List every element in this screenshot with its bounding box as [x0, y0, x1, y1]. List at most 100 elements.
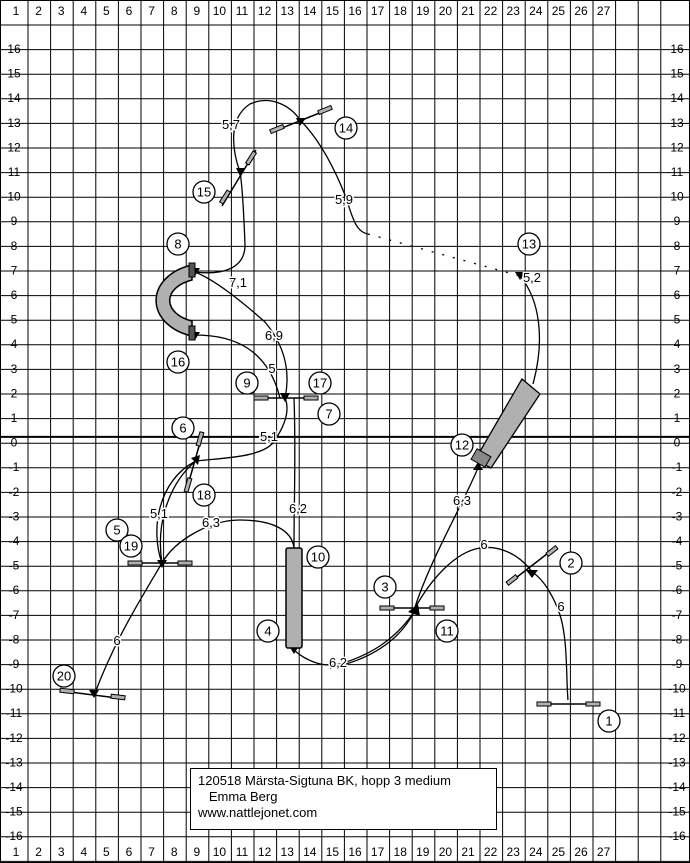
x-axis-label: 24 [529, 4, 543, 18]
x-axis-label: 18 [394, 4, 408, 18]
y-axis-label: -3 [9, 509, 20, 523]
caption-judge-name: Emma Berg [208, 789, 278, 804]
x-axis-label: 5 [103, 845, 110, 859]
obstacle-marker-3: 3 [373, 575, 397, 599]
arrow-marker [473, 462, 483, 470]
arrow-marker [236, 168, 245, 176]
distance-label: 6,2 [329, 655, 347, 670]
tunnel-4-10 [285, 547, 303, 649]
x-axis-label: 15 [326, 4, 340, 18]
obstacle-marker-9: 9 [235, 371, 259, 395]
x-axis-label: 19 [416, 4, 430, 18]
x-axis-label: 2 [35, 4, 42, 18]
y-axis-label: 6 [674, 288, 681, 302]
arrow-marker [157, 560, 167, 568]
obstacle-marker-16: 16 [166, 350, 190, 374]
path-16-17 [194, 334, 281, 399]
path-6-7 [195, 397, 288, 462]
y-axis-label: -9 [9, 657, 20, 671]
x-axis-label: 11 [236, 845, 249, 859]
distance-label: 5,7 [222, 117, 240, 132]
x-axis-label: 6 [126, 845, 133, 859]
y-axis-label: 9 [674, 214, 681, 228]
distance-label: 5,1 [150, 506, 168, 521]
y-axis-label: -13 [5, 755, 23, 769]
x-axis-label: 26 [574, 4, 588, 18]
obstacle-number: 5 [113, 523, 120, 538]
y-axis-label: -11 [669, 706, 686, 720]
obstacle-number: 3 [381, 580, 388, 595]
y-axis-label: 12 [670, 140, 684, 154]
y-axis-label: 0 [11, 436, 18, 450]
x-axis-label: 10 [213, 4, 227, 18]
x-axis-label: 14 [303, 845, 317, 859]
x-axis-label: 9 [193, 845, 200, 859]
arrow-marker [515, 272, 525, 280]
caption-judge: Emma Berg [198, 789, 489, 805]
obstacle-marker-12: 12 [450, 433, 474, 457]
x-axis-label: 6 [126, 4, 133, 18]
obstacle-marker-11: 11 [435, 619, 459, 643]
obstacle-number: 17 [313, 376, 327, 391]
x-axis-label: 14 [303, 4, 317, 18]
y-axis-label: -1 [672, 460, 683, 474]
obstacle-marker-1: 1 [597, 709, 621, 733]
y-axis-label: -11 [6, 706, 23, 720]
x-axis-label: 1 [13, 845, 20, 859]
path-5-6 [156, 460, 197, 564]
y-axis-label: -14 [5, 780, 23, 794]
y-axis-label: 9 [11, 214, 18, 228]
x-axis-label: 10 [213, 845, 227, 859]
y-axis-label: -6 [9, 583, 20, 597]
obstacle-number: 18 [197, 488, 211, 503]
y-axis-label: 5 [674, 313, 681, 327]
obstacle-number: 12 [455, 438, 469, 453]
x-axis-label: 23 [507, 4, 521, 18]
course-path [94, 99, 569, 701]
y-axis-label: -8 [9, 632, 20, 646]
x-axis-label: 9 [193, 4, 200, 18]
obstacle-number: 4 [264, 624, 271, 639]
arrow-marker [526, 570, 538, 578]
y-axis-label: 10 [670, 190, 684, 204]
obstacle-number: 14 [339, 121, 353, 136]
obstacle-marker-2: 2 [559, 551, 583, 575]
distance-label: 6 [113, 633, 120, 648]
y-axis-label: -5 [672, 559, 683, 573]
y-axis-label: -4 [672, 534, 683, 548]
y-axis-label: -14 [668, 780, 686, 794]
y-axis-label: -15 [5, 805, 23, 819]
y-axis-label: 12 [7, 140, 21, 154]
arrow-marker [89, 690, 99, 698]
distance-label: 5,1 [260, 429, 278, 444]
y-axis-label: 3 [11, 362, 18, 376]
x-axis-label: 3 [58, 4, 65, 18]
path-19-20 [94, 562, 163, 694]
y-axis-label: -4 [9, 534, 20, 548]
distance-label: 6,3 [453, 493, 471, 508]
obstacle-marker-4: 4 [256, 619, 280, 643]
x-axis-label: 13 [281, 4, 295, 18]
jump-15 [218, 149, 258, 207]
obstacle-marker-8: 8 [166, 232, 190, 256]
y-axis-label: 13 [670, 116, 684, 130]
x-axis-label: 16 [348, 845, 362, 859]
x-axis-label: 24 [529, 845, 543, 859]
obstacle-number: 11 [440, 624, 454, 639]
obstacle-number: 8 [174, 237, 181, 252]
x-axis-label: 20 [439, 845, 453, 859]
obstacle-number: 2 [567, 556, 574, 571]
x-axis-label: 21 [461, 845, 475, 859]
path-14-13 [299, 119, 369, 235]
distance-label: 6 [557, 599, 564, 614]
y-axis-label: 14 [670, 91, 684, 105]
y-axis-label: 13 [7, 116, 21, 130]
distance-label: 6,2 [289, 501, 307, 516]
obstacle-number: 13 [522, 237, 536, 252]
obstacle-number: 16 [171, 355, 185, 370]
obstacle-marker-20: 20 [52, 664, 76, 688]
y-axis-label: 3 [674, 362, 681, 376]
y-axis-label: -12 [668, 731, 686, 745]
x-axis-label: 23 [507, 845, 521, 859]
y-axis-label: 0 [674, 436, 681, 450]
